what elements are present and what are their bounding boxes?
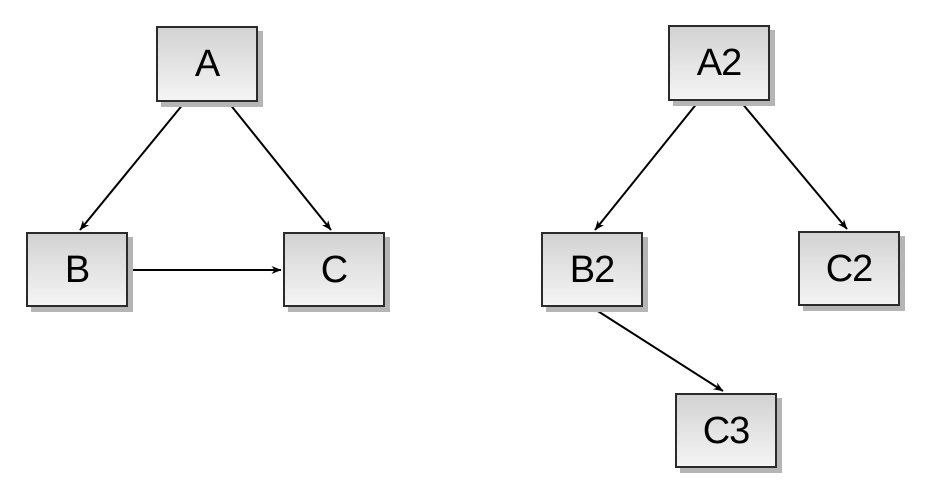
node-B2-label: B2 [569,248,615,291]
node-C-label: C [320,248,348,291]
node-C2-label: C2 [825,247,874,290]
edge-A2-to-C2[interactable] [740,101,848,230]
node-A2[interactable]: A2 [668,25,770,101]
edge-A2-to-B2[interactable] [594,101,699,231]
node-B[interactable]: B [26,232,128,307]
node-A2-label: A2 [696,42,742,84]
edge-A-to-B[interactable] [79,102,185,231]
edge-A-to-C[interactable] [228,102,332,231]
node-A-label: A [194,43,220,85]
node-B-label: B [64,248,90,291]
node-C[interactable]: C [283,232,385,307]
node-C3-label: C3 [702,409,751,452]
node-C2[interactable]: C2 [798,231,900,306]
edge-B2-to-C3[interactable] [592,307,724,392]
node-A[interactable]: A [156,26,258,102]
node-C3[interactable]: C3 [675,393,777,468]
node-B2[interactable]: B2 [541,232,643,307]
